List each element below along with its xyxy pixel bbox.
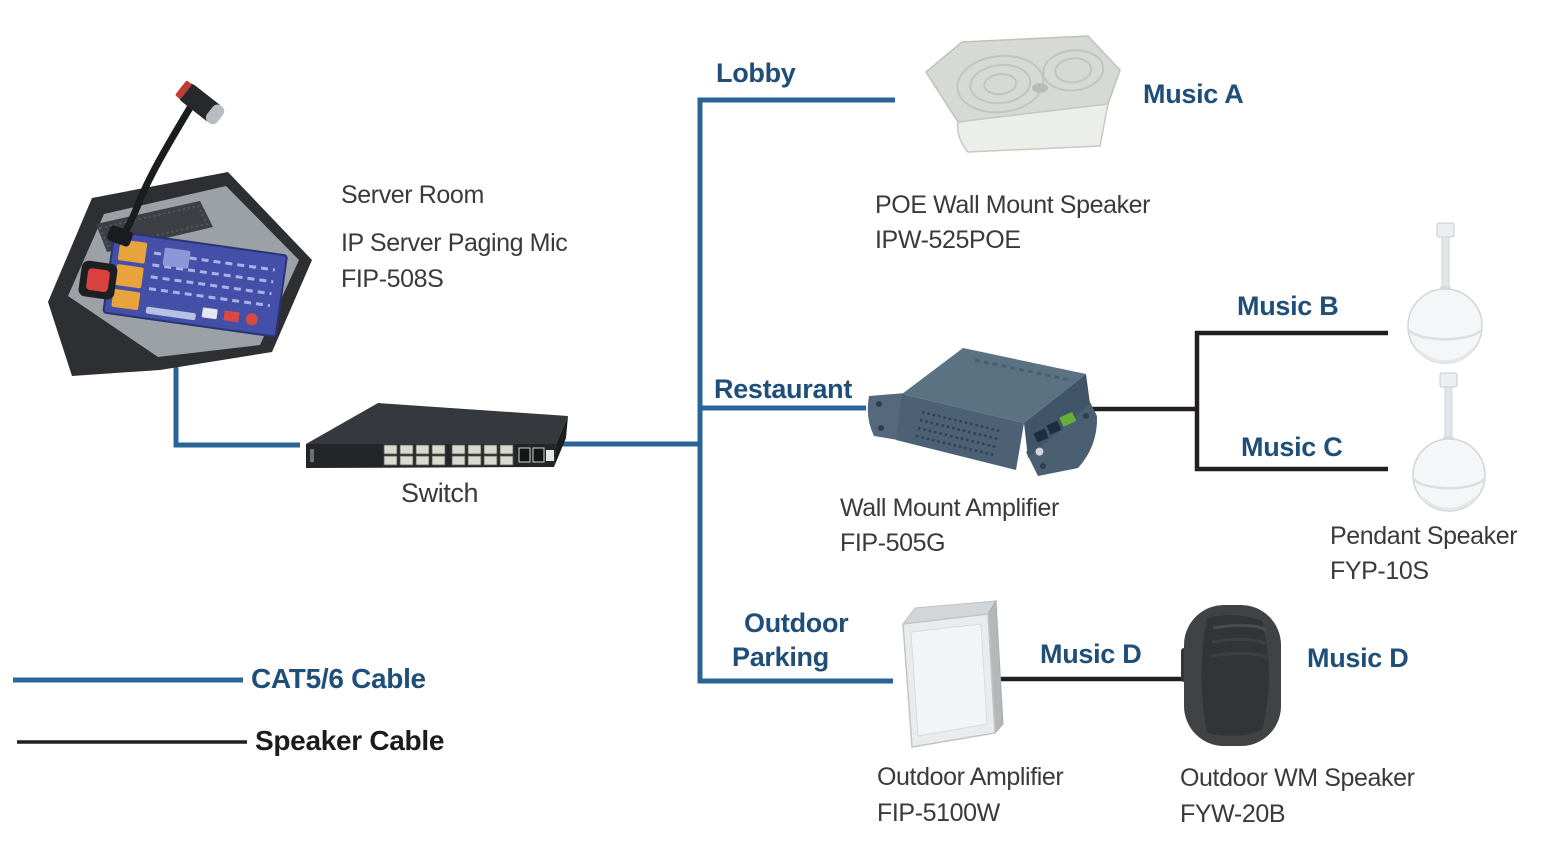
outdoor-speaker-image <box>1181 605 1281 746</box>
outdoor-amplifier-image <box>901 599 1004 748</box>
channel-label-music-d-amp: Music D <box>1040 639 1142 669</box>
switch-label: Switch <box>401 478 479 508</box>
pendant-speaker-model-label: FYP-10S <box>1330 557 1429 585</box>
server-room-location-label: Server Room <box>341 181 484 209</box>
zone-label-parking: Parking <box>732 642 829 672</box>
poe-speaker-model-label: IPW-525POE <box>875 226 1021 254</box>
outdoor-amplifier-model-label: FIP-5100W <box>877 799 1000 827</box>
pendant-speaker-b-image <box>1407 222 1483 364</box>
zone-label-lobby: Lobby <box>716 58 796 88</box>
legend-cat5-label: CAT5/6 Cable <box>251 663 426 694</box>
switch-image <box>306 403 568 468</box>
paging-mic-name-label: IP Server Paging Mic <box>341 229 568 257</box>
paging-mic-model-label: FIP-508S <box>341 265 444 293</box>
mic-uplink-line <box>173 352 300 448</box>
paging-mic-image <box>48 80 312 376</box>
wall-amplifier-image <box>867 348 1098 476</box>
pendant-speaker-c-image <box>1412 372 1486 512</box>
zone-label-restaurant: Restaurant <box>714 374 853 404</box>
poe-speaker-name-label: POE Wall Mount Speaker <box>875 191 1151 219</box>
outdoor-speaker-model-label: FYW-20B <box>1180 800 1286 828</box>
poe-speaker-image <box>925 35 1121 153</box>
channel-label-music-a: Music A <box>1143 79 1244 109</box>
cat5-trunk-line <box>697 97 895 684</box>
legend-speaker-cable-label: Speaker Cable <box>255 725 445 756</box>
channel-label-music-c: Music C <box>1241 432 1343 462</box>
outdoor-speaker-name-label: Outdoor WM Speaker <box>1180 764 1415 792</box>
wall-amplifier-name-label: Wall Mount Amplifier <box>840 494 1059 522</box>
wall-amplifier-model-label: FIP-505G <box>840 529 946 557</box>
channel-label-music-d-speaker: Music D <box>1307 643 1409 673</box>
zone-label-outdoor: Outdoor <box>744 608 849 638</box>
channel-label-music-b: Music B <box>1237 291 1339 321</box>
outdoor-amplifier-name-label: Outdoor Amplifier <box>877 763 1064 791</box>
pendant-speaker-name-label: Pendant Speaker <box>1330 522 1518 550</box>
pendant-bracket-line <box>1194 330 1388 472</box>
